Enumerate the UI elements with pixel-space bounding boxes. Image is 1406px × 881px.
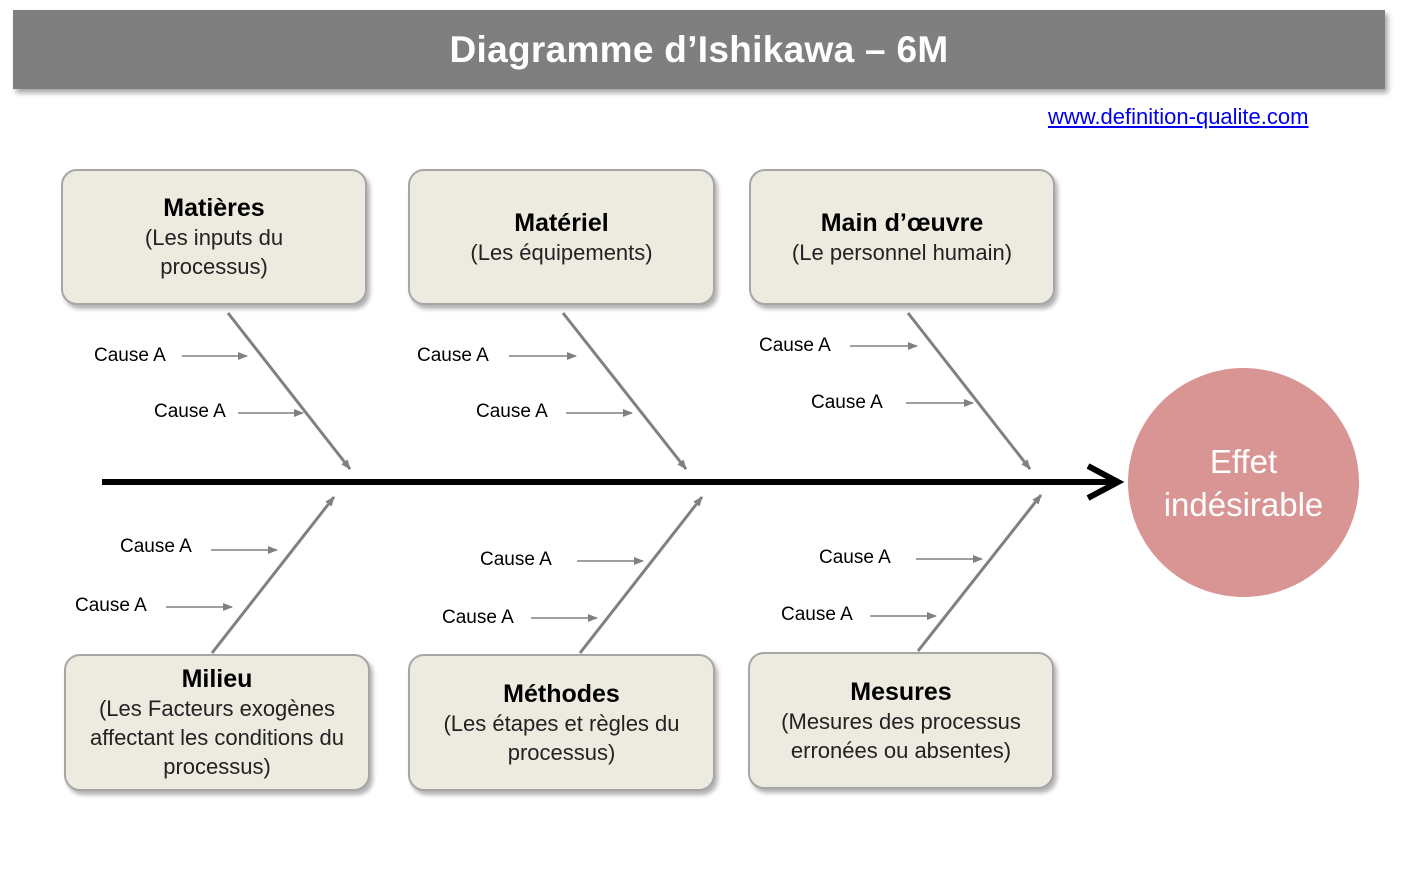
category-title: Milieu: [181, 665, 253, 693]
bone-main-oeuvre: [906, 312, 1032, 470]
bone-methodes: [578, 496, 704, 654]
category-description: (Les inputs du processus): [144, 225, 284, 279]
title-bar: Diagramme d’Ishikawa – 6M: [13, 10, 1385, 89]
category-title: Mesures: [850, 677, 952, 706]
cause-label: Cause A: [442, 607, 514, 628]
category-box-mesures: Mesures (Mesures des processus erronées …: [748, 652, 1054, 789]
category-description: (Les étapes et règles du processus): [443, 710, 680, 765]
diagram-title: Diagramme d’Ishikawa – 6M: [449, 28, 949, 70]
cause-label: Cause A: [476, 401, 548, 422]
website-link[interactable]: www.definition-qualite.com: [1048, 104, 1309, 129]
category-description: (Mesures des processus erronées ou absen…: [781, 708, 1021, 763]
cause-label: Cause A: [75, 595, 147, 616]
bone-matieres: [226, 312, 352, 470]
cause-label: Cause A: [94, 345, 166, 366]
effect-label-line2: indésirable: [1163, 485, 1324, 523]
category-description: (Les Facteurs exogènes affectant les con…: [90, 696, 344, 779]
category-box-main-oeuvre: Main d’œuvre (Le personnel humain): [749, 169, 1055, 305]
category-box-matieres: Matières (Les inputs du processus): [61, 169, 367, 305]
category-box-methodes: Méthodes (Les étapes et règles du proces…: [408, 654, 715, 791]
spine-arrowhead: [1086, 463, 1125, 501]
effect-circle: Effet indésirable: [1128, 368, 1359, 597]
cause-label: Cause A: [480, 549, 552, 570]
cause-label: Cause A: [759, 335, 831, 356]
cause-label: Cause A: [781, 604, 853, 625]
category-title: Main d’œuvre: [820, 208, 984, 237]
cause-label: Cause A: [154, 401, 226, 422]
effect-label-line1: Effet: [1209, 442, 1278, 480]
category-title: Matières: [163, 194, 265, 222]
cause-label: Cause A: [120, 536, 192, 557]
category-box-milieu: Milieu (Les Facteurs exogènes affectant …: [64, 654, 370, 791]
bone-mesures: [916, 494, 1043, 652]
cause-label: Cause A: [417, 345, 489, 366]
category-box-materiel: Matériel (Les équipements): [408, 169, 715, 305]
cause-label: Cause A: [819, 547, 891, 568]
cause-label: Cause A: [811, 392, 883, 413]
bone-materiel: [561, 312, 688, 470]
category-title: Matériel: [514, 208, 609, 237]
category-title: Méthodes: [503, 679, 620, 708]
category-description: (Les équipements): [470, 239, 653, 265]
category-description: (Le personnel humain): [791, 239, 1013, 265]
bone-milieu: [210, 496, 336, 654]
